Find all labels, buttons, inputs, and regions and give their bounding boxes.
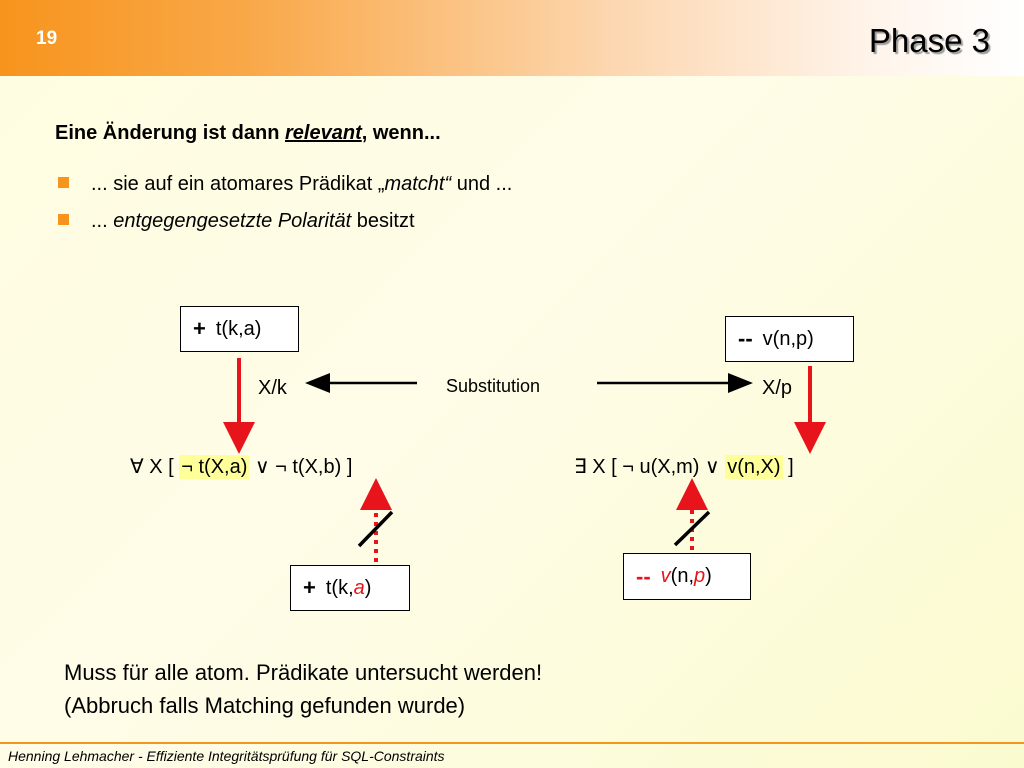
right-top-box: -- v(n,p) (725, 316, 854, 362)
heading-before: Eine Änderung ist dann (55, 122, 286, 144)
right-formula: ∃ X [ ¬ u(X,m) ∨ v(n,X) ] (574, 454, 794, 479)
footer-divider (0, 742, 1024, 744)
left-bottom-box: + t(k,a) (290, 565, 410, 611)
slide-title: Phase 3 (868, 22, 990, 59)
left-formula-highlight: ¬ t(X,a) (179, 455, 250, 479)
right-bottom-text-a: v (660, 565, 671, 587)
bullet-square-icon (58, 214, 69, 225)
left-strike-slash (357, 510, 394, 548)
bullet-item-1: ... sie auf ein atomares Prädikat „match… (58, 173, 512, 196)
left-formula: ∀ X [ ¬ t(X,a) ∨ ¬ t(X,b) ] (130, 454, 352, 479)
note-line-1: Muss für alle atom. Prädikate untersucht… (64, 660, 543, 685)
right-top-box-text: v(n,p) (762, 327, 814, 350)
plus-sign: + (193, 316, 206, 341)
left-top-box-text: t(k,a) (215, 317, 262, 340)
right-formula-prefix: ∃ X [ ¬ u(X,m) ∨ (574, 456, 726, 478)
right-bottom-text-b: (n, (670, 565, 694, 587)
bullet-2-after: besitzt (351, 210, 415, 232)
bullet-1-emph: matcht“ (384, 173, 452, 195)
left-formula-prefix: ∀ X [ (130, 456, 180, 478)
left-subst-label: X/k (258, 377, 287, 399)
substitution-label: Substitution (446, 376, 541, 396)
bullet-1-after: und ... (451, 173, 513, 195)
note: Muss für alle atom. Prädikate untersucht… (64, 656, 542, 722)
right-bottom-text-d: ) (705, 565, 712, 587)
footer-text: Henning Lehmacher - Effiziente Integritä… (8, 748, 445, 764)
note-line-2: (Abbruch falls Matching gefunden wurde) (64, 693, 466, 718)
bullet-2-emph: entgegengesetzte Polarität (113, 210, 352, 232)
right-strike-slash (673, 510, 711, 547)
right-formula-suffix: ] (782, 456, 794, 478)
right-bottom-text-c: p (694, 565, 706, 587)
right-formula-highlight: v(n,X) (725, 455, 783, 479)
bullet-item-2: ... entgegengesetzte Polarität besitzt (58, 210, 415, 233)
plus-sign: + (303, 575, 316, 600)
minus-sign: -- (738, 326, 753, 351)
left-top-box: + t(k,a) (180, 306, 299, 352)
bullet-2-before: ... (91, 210, 114, 232)
header-bar: 19 Phase 3 (0, 0, 1024, 76)
left-bottom-text-a: t(k, (325, 576, 354, 599)
heading-emph: relevant (285, 122, 362, 144)
slide-number: 19 (36, 28, 58, 49)
bullet-square-icon (58, 177, 69, 188)
left-bottom-text-c: ) (364, 576, 372, 599)
heading: Eine Änderung ist dann relevant, wenn... (55, 122, 441, 145)
bullet-1-before: ... sie auf ein atomares Prädikat „ (91, 173, 385, 195)
right-subst-label: X/p (762, 377, 793, 399)
heading-after: , wenn... (361, 122, 441, 144)
left-formula-suffix: ∨ ¬ t(X,b) ] (249, 456, 353, 478)
minus-sign: -- (636, 563, 651, 589)
left-bottom-text-b: a (353, 576, 365, 599)
right-bottom-box: -- v(n,p) (623, 553, 751, 600)
